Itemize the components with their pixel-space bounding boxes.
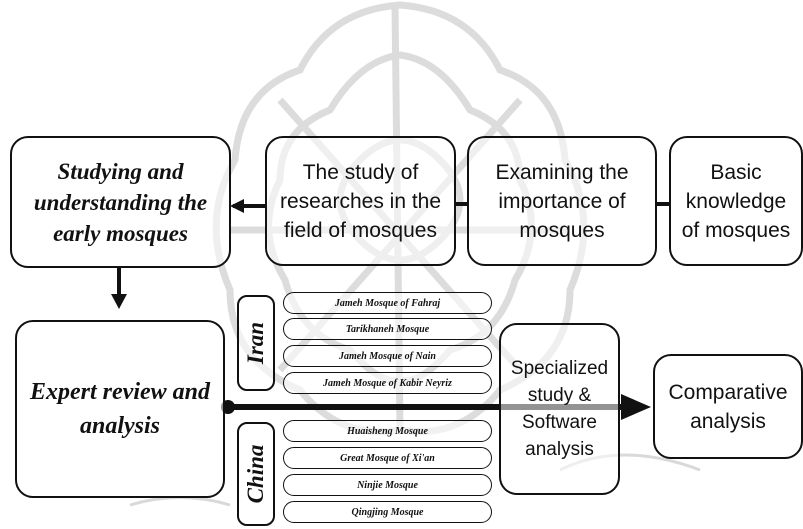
box-basic-knowledge: Basic knowledge of mosques [669, 136, 803, 266]
box-expert-review: Expert review and analysis [15, 320, 225, 498]
box-specialized-label: Specialized study & Software analysis [510, 358, 609, 460]
arrow-head-left [230, 199, 244, 213]
mosque-pill: Jameh Mosque of Kabir Neyriz [283, 372, 492, 394]
box-study-research-label: The study of researches in the field of … [279, 160, 442, 242]
box-expert-label: Expert review and analysis [30, 379, 210, 439]
box-basic-label: Basic knowledge of mosques [681, 160, 791, 242]
mosque-pill: Jameh Mosque of Nain [283, 345, 492, 367]
country-label-china: China [237, 422, 275, 526]
box-examining-label: Examining the importance of mosques [495, 160, 629, 242]
box-studying-early-mosques: Studying and understanding the early mos… [10, 136, 231, 268]
arrow-head-down [111, 294, 127, 309]
arrow-head-right [621, 394, 651, 420]
box-studying-label: Studying and understanding the early mos… [33, 158, 208, 246]
mosque-pill: Huaisheng Mosque [283, 420, 492, 442]
mosque-pill: Qingjing Mosque [283, 501, 492, 523]
box-specialized-study: Specialized study & Software analysis [499, 323, 620, 495]
box-comparative-analysis: Comparative analysis [653, 354, 803, 459]
mosque-pill: Great Mosque of Xi'an [283, 447, 492, 469]
mosque-pill: Tarikhaneh Mosque [283, 318, 492, 340]
box-examining-importance: Examining the importance of mosques [467, 136, 657, 266]
box-study-of-researches: The study of researches in the field of … [265, 136, 456, 266]
mosque-pill: Ninjie Mosque [283, 474, 492, 496]
mosque-pill: Jameh Mosque of Fahraj [283, 292, 492, 314]
country-label-iran: Iran [237, 295, 275, 391]
box-comparative-label: Comparative analysis [668, 380, 788, 433]
